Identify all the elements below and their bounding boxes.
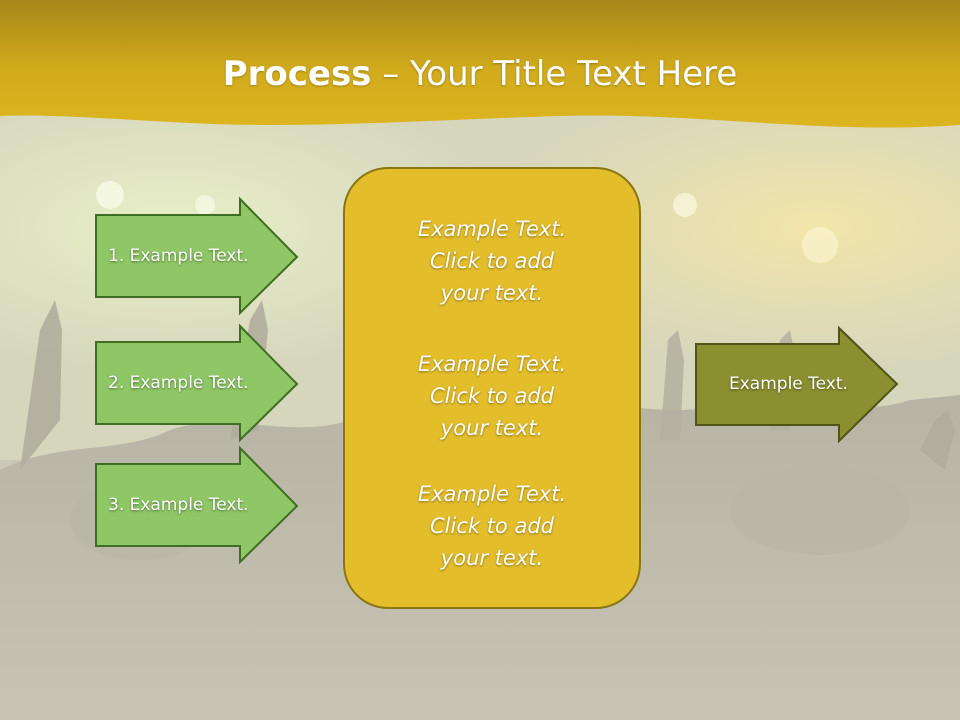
center-block-2-line-2: Click to add <box>429 384 554 408</box>
right-arrow-label: Example Text. <box>729 374 848 394</box>
center-rounded-box[interactable] <box>343 167 641 609</box>
left-arrow-2[interactable] <box>95 323 299 443</box>
center-text-block-1: Example Text. Click to add your text. <box>346 213 638 309</box>
center-block-2-line-3: your text. <box>440 416 544 440</box>
center-block-1-line-3: your text. <box>440 281 544 305</box>
center-block-3-line-3: your text. <box>440 546 544 570</box>
center-block-1-line-1: Example Text. <box>417 217 567 241</box>
title-rest: – Your Title Text Here <box>371 54 738 94</box>
right-arrow[interactable] <box>695 325 899 444</box>
left-arrow-3-label: 3. Example Text. <box>108 495 249 515</box>
left-arrow-3[interactable] <box>95 445 299 565</box>
left-arrow-1[interactable] <box>95 196 299 316</box>
center-block-3-line-2: Click to add <box>429 514 554 538</box>
center-text-block-2: Example Text. Click to add your text. <box>346 348 638 444</box>
title-bold: Process <box>222 54 372 94</box>
center-block-1-line-2: Click to add <box>429 249 554 273</box>
left-arrow-2-label: 2. Example Text. <box>108 373 249 393</box>
center-block-2-line-1: Example Text. <box>417 352 567 376</box>
slide-title: Process – Your Title Text Here <box>0 52 960 96</box>
left-arrow-1-label: 1. Example Text. <box>108 246 249 266</box>
center-block-3-line-1: Example Text. <box>417 482 567 506</box>
center-text-block-3: Example Text. Click to add your text. <box>346 478 638 574</box>
